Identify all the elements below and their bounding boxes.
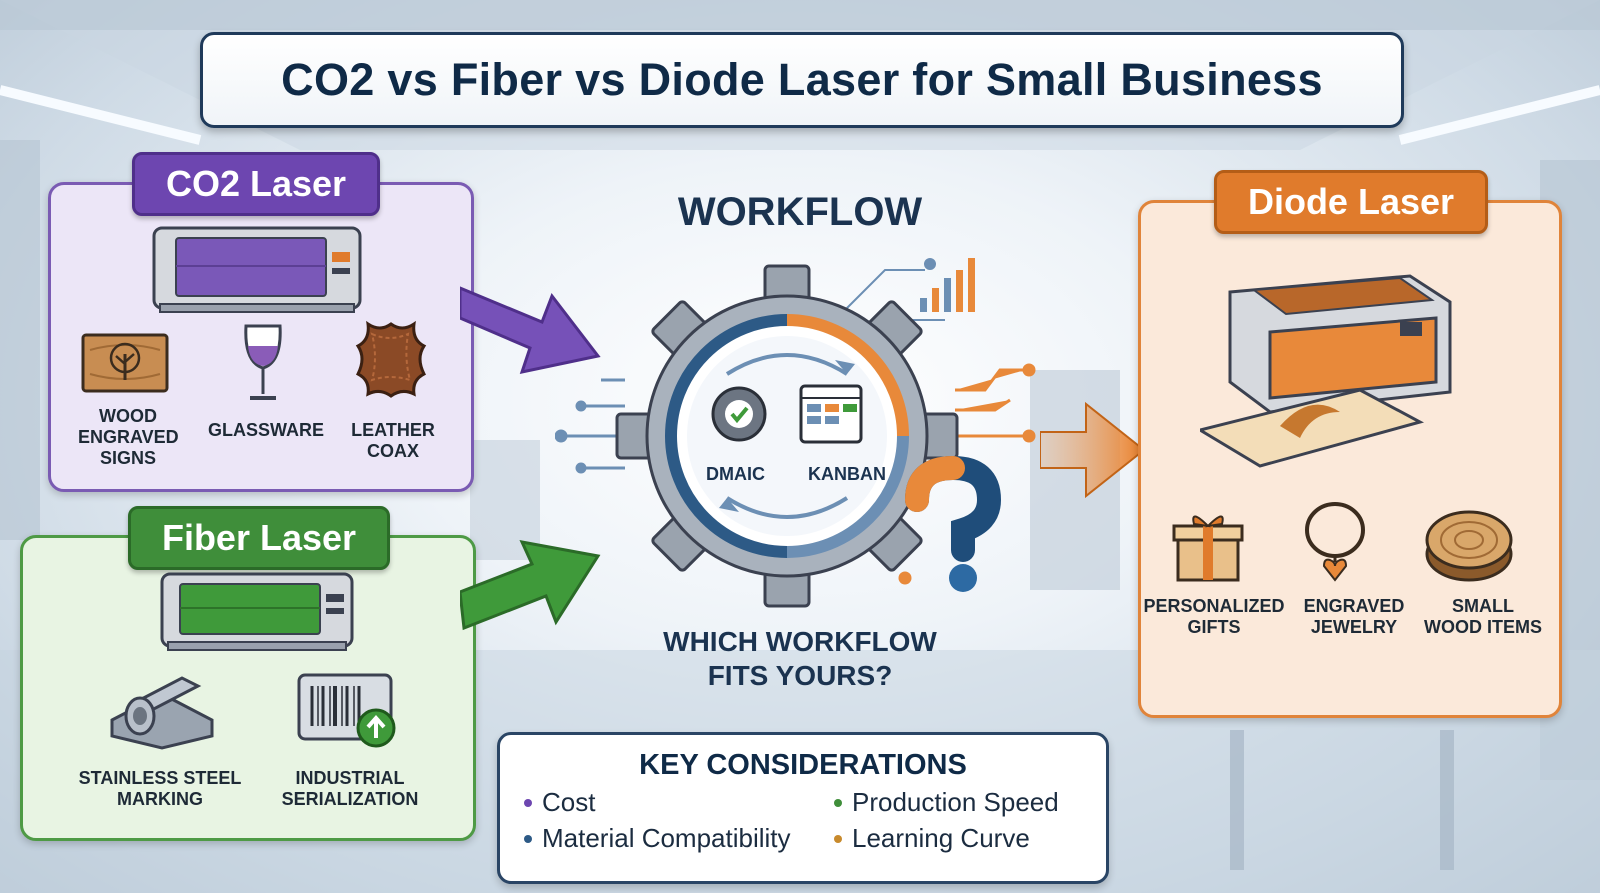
- use-small-wood-items-label: SMALL WOOD ITEMS: [1424, 596, 1542, 637]
- dmaic-label: DMAIC: [706, 464, 765, 484]
- use-stainless-steel-label: STAINLESS STEEL MARKING: [78, 768, 242, 809]
- co2-laser-tag: CO2 Laser: [132, 152, 380, 216]
- consideration-production-speed-text: Production Speed: [852, 787, 1059, 817]
- consideration-learning-curve-text: Learning Curve: [852, 823, 1030, 853]
- fiber-laser-tag: Fiber Laser: [128, 506, 390, 570]
- wine-glass-icon: [244, 324, 282, 400]
- consideration-production-speed: Production Speed: [834, 787, 1059, 818]
- diode-laser-machine-icon: [1200, 274, 1452, 468]
- key-considerations-box: KEY CONSIDERATIONS Cost Production Speed…: [497, 732, 1109, 884]
- diode-arrow: [1040, 401, 1146, 499]
- use-glassware-label: GLASSWARE: [207, 420, 324, 440]
- use-serialization-label: INDUSTRIAL SERIALIZATION: [281, 768, 419, 809]
- use-personalized-gifts-label: PERSONALIZED GIFTS: [1143, 596, 1285, 637]
- fiber-arrow: [460, 540, 601, 631]
- gift-box-icon: [1172, 515, 1244, 582]
- kanban-label: KANBAN: [808, 464, 886, 484]
- bullet-dot: [524, 834, 532, 843]
- bullet-dot: [834, 798, 842, 807]
- page-title: CO2 vs Fiber vs Diode Laser for Small Bu…: [281, 54, 1323, 105]
- use-engraved-jewelry-label: ENGRAVED JEWELRY: [1303, 596, 1405, 637]
- co2-arrow: [460, 286, 601, 375]
- wood-slice-icon: [1425, 510, 1513, 582]
- consideration-cost-text: Cost: [542, 787, 596, 817]
- use-wood-signs-label: WOOD ENGRAVED SIGNS: [78, 406, 179, 468]
- consideration-cost: Cost: [524, 787, 595, 818]
- diode-laser-tag: Diode Laser: [1214, 170, 1488, 234]
- workflow-question: WHICH WORKFLOW FITS YOURS?: [663, 626, 937, 691]
- use-leather-label: LEATHER COAX: [351, 420, 435, 461]
- co2-laser-machine-icon: [152, 226, 362, 313]
- barcode-plate-icon: [297, 673, 396, 748]
- workflow-title: WORKFLOW: [677, 190, 923, 234]
- wood-sign-icon: [81, 333, 169, 393]
- bullet-dot: [524, 798, 532, 807]
- leather-hide-icon: [355, 320, 427, 398]
- consideration-material-compatibility: Material Compatibility: [524, 823, 791, 854]
- consideration-material-compatibility-text: Material Compatibility: [542, 823, 791, 853]
- key-considerations-title: KEY CONSIDERATIONS: [639, 749, 967, 781]
- bullet-dot: [834, 834, 842, 843]
- workflow-gear-graphic: [555, 258, 1036, 608]
- necklace-icon: [1305, 502, 1365, 582]
- consideration-learning-curve: Learning Curve: [834, 823, 1030, 854]
- fiber-laser-machine-icon: [160, 572, 354, 651]
- title-banner: CO2 vs Fiber vs Diode Laser for Small Bu…: [200, 32, 1404, 128]
- steel-bracket-icon: [110, 676, 214, 750]
